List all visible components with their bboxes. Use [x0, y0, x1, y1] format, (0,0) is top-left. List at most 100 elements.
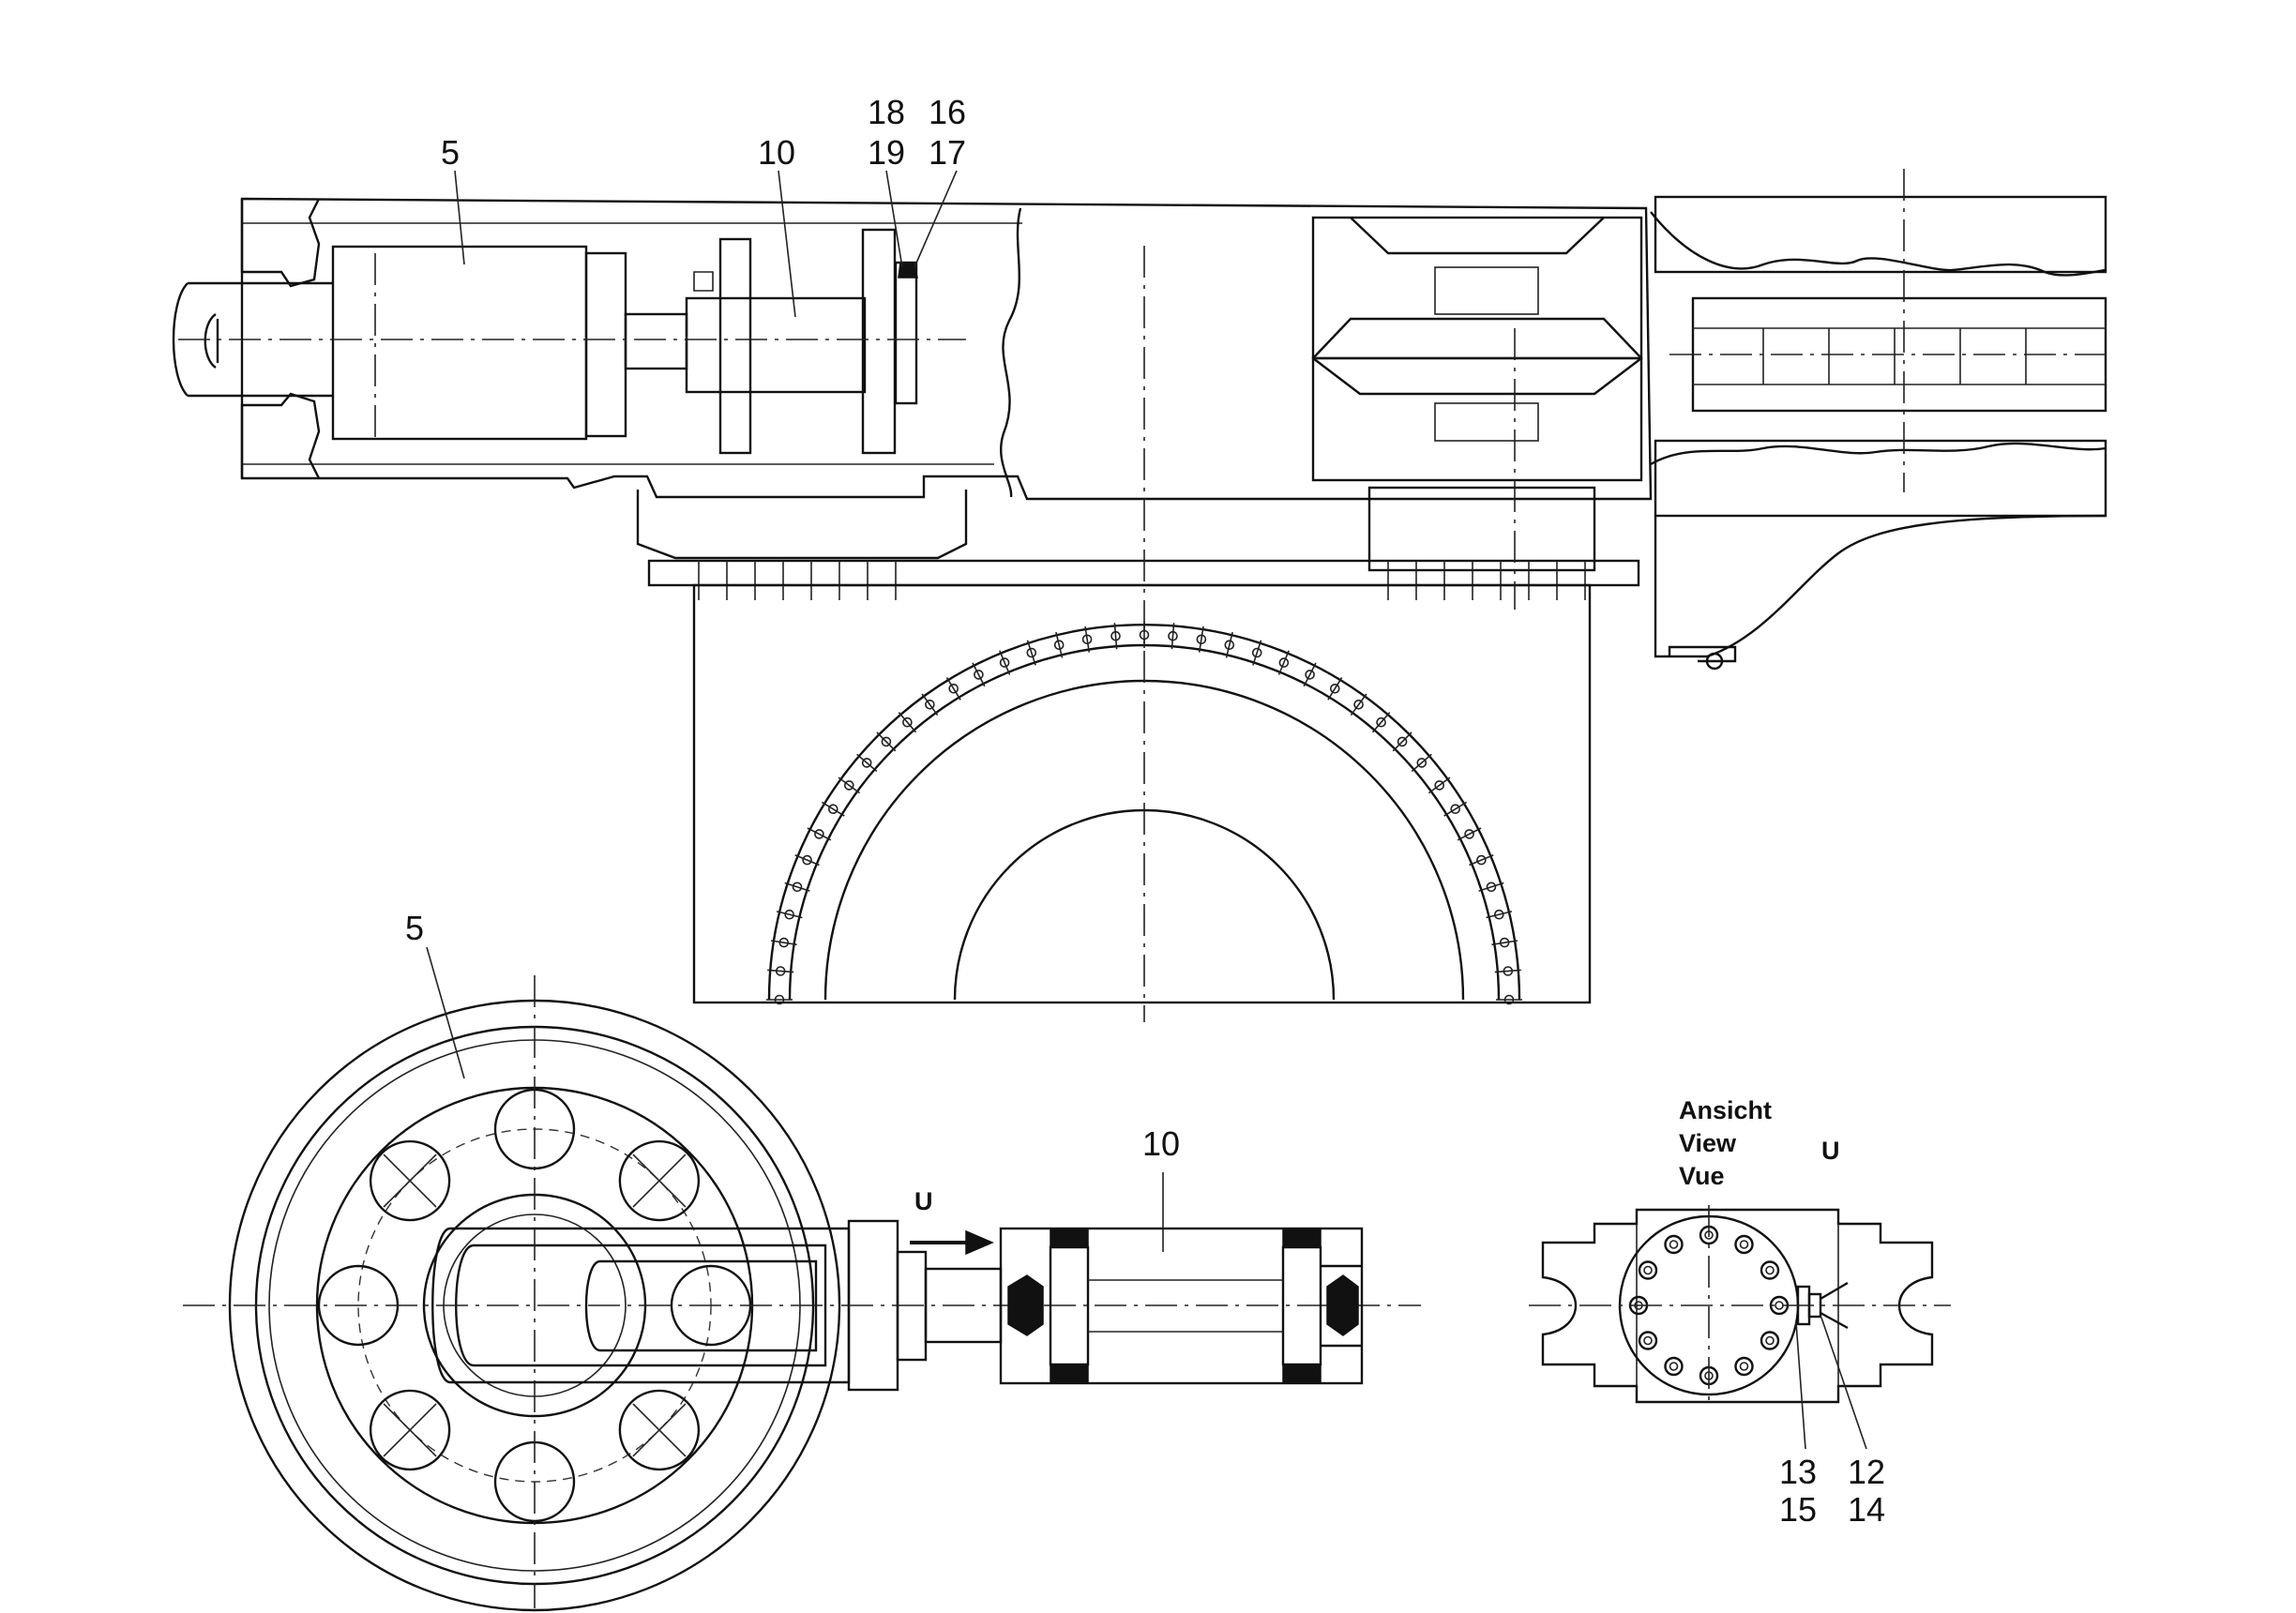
- ring-bolt-tick: [1026, 640, 1036, 666]
- wheel-hole: [369, 1139, 451, 1222]
- cylinder-10: [999, 1227, 1364, 1385]
- ring-bolt-tick: [1491, 940, 1518, 946]
- callout-13: 13: [1779, 1453, 1817, 1491]
- ring-bolt-tick: [921, 693, 939, 716]
- ring-bolt: [1251, 647, 1262, 658]
- ring-bolt-tick: [821, 801, 845, 817]
- arrow-u-label: U: [914, 1187, 933, 1215]
- ring-bolt-tick: [1303, 662, 1317, 687]
- ring-bolt-tick: [776, 911, 803, 919]
- view-note-vue: Vue: [1679, 1162, 1725, 1190]
- callout-12: 12: [1848, 1453, 1885, 1491]
- ring-bolt: [1494, 909, 1504, 920]
- ring-bolt: [999, 657, 1010, 668]
- flange-bolt: [1638, 1260, 1658, 1280]
- callout-15: 15: [1779, 1490, 1817, 1529]
- view-arrow-u: [910, 1229, 994, 1256]
- ring-bolt-tick: [807, 827, 832, 841]
- ring-bolt-tick: [1427, 776, 1451, 794]
- view-note-ansicht: Ansicht: [1679, 1096, 1772, 1124]
- ring-bolt: [792, 882, 803, 893]
- ring-bolt-tick: [1392, 731, 1412, 752]
- view-note-letter: U: [1821, 1137, 1840, 1165]
- wheel-hole: [369, 1389, 451, 1471]
- ring-bolt-tick: [770, 940, 797, 946]
- ring-bolt-tick: [1494, 969, 1521, 973]
- flange-bolt: [1664, 1234, 1684, 1255]
- ring-bolt-tick: [794, 854, 820, 867]
- ring-bolt: [802, 854, 812, 866]
- ring-bolt-tick: [1055, 631, 1064, 658]
- ring-bolt-tick: [1252, 640, 1262, 666]
- flange-bolt-core: [1669, 1362, 1679, 1371]
- wheel-hole-cross: [632, 1403, 687, 1457]
- ring-bolt-tick: [1277, 650, 1290, 675]
- ring-bolt: [948, 683, 959, 694]
- callout-18: 18: [868, 93, 905, 131]
- ring-bolt-tick: [784, 882, 810, 892]
- callout-17: 17: [929, 133, 966, 172]
- ring-bolt-tick: [898, 712, 917, 733]
- wheel-hole-cross: [632, 1153, 687, 1208]
- callout-19: 19: [868, 133, 905, 172]
- flange-bolt-core: [1775, 1301, 1784, 1310]
- ring-bolt-tick: [1443, 801, 1468, 817]
- ring-bolt: [1434, 780, 1444, 791]
- ring-bolt: [1353, 699, 1364, 710]
- flange-bolt-core: [1669, 1240, 1679, 1249]
- ring-bolt: [902, 716, 913, 728]
- callout-5-bottom: 5: [405, 909, 424, 947]
- ring-bolt-tick: [1084, 626, 1091, 653]
- flange-bolt: [1734, 1356, 1754, 1377]
- flange-bolt-core: [1643, 1265, 1653, 1275]
- callout-16: 16: [929, 93, 966, 131]
- ring-bolt-tick: [1371, 712, 1391, 733]
- ring-bolt-tick: [972, 662, 986, 687]
- callout-10-bottom: 10: [1142, 1124, 1180, 1163]
- top-assembly-view: [172, 195, 2107, 671]
- flange-bolt: [1760, 1331, 1780, 1350]
- ring-bolt-tick: [767, 969, 794, 973]
- ring-bolt-tick: [1478, 882, 1504, 892]
- ring-bolt-tick: [1198, 626, 1204, 653]
- flange-bolt-core: [1765, 1335, 1775, 1346]
- wheel-hole-cross: [383, 1403, 437, 1457]
- callout-14: 14: [1848, 1490, 1885, 1529]
- ring-bolt: [925, 699, 935, 710]
- ring-bolt: [814, 829, 824, 839]
- ring-bolt: [1053, 640, 1065, 651]
- ring-bolt: [1397, 736, 1408, 747]
- flange-bolt: [1760, 1260, 1780, 1280]
- ring-bolt-tick: [856, 753, 878, 773]
- ring-bolt-tick: [945, 676, 961, 701]
- ring-bolt-tick: [838, 776, 861, 794]
- ring-bolt: [1464, 829, 1474, 839]
- ring-bolt-tick: [1411, 753, 1432, 773]
- ring-bolt: [1376, 716, 1386, 728]
- ring-bolt: [881, 736, 892, 747]
- wheel-view: [183, 975, 1421, 1612]
- ring-bolt-tick: [1350, 693, 1367, 716]
- flange-bolt: [1664, 1356, 1684, 1377]
- ring-bolt: [1486, 882, 1497, 893]
- ring-bolt: [784, 909, 795, 920]
- ring-bolt-tick: [876, 731, 897, 752]
- callout-5-top: 5: [441, 133, 460, 172]
- ring-bolt-tick: [1469, 854, 1494, 867]
- ring-bolt: [1305, 670, 1315, 680]
- ring-bolt-tick: [1171, 623, 1175, 650]
- ring-bolt-tick: [1327, 676, 1343, 701]
- ring-bolt: [974, 670, 984, 680]
- ring-bolt: [1450, 804, 1460, 815]
- wheel-hole: [618, 1139, 701, 1222]
- ring-bolt-tick: [1457, 827, 1482, 841]
- ring-bolt: [843, 780, 854, 791]
- ring-bolt: [1224, 640, 1235, 651]
- pedestal-ring: [178, 169, 2110, 1022]
- ring-bolt: [861, 758, 872, 768]
- ring-bolt: [827, 804, 838, 815]
- ring-bolt: [1476, 854, 1487, 866]
- leader-lines: [426, 170, 1867, 1450]
- bolt-ring: [766, 622, 1522, 1005]
